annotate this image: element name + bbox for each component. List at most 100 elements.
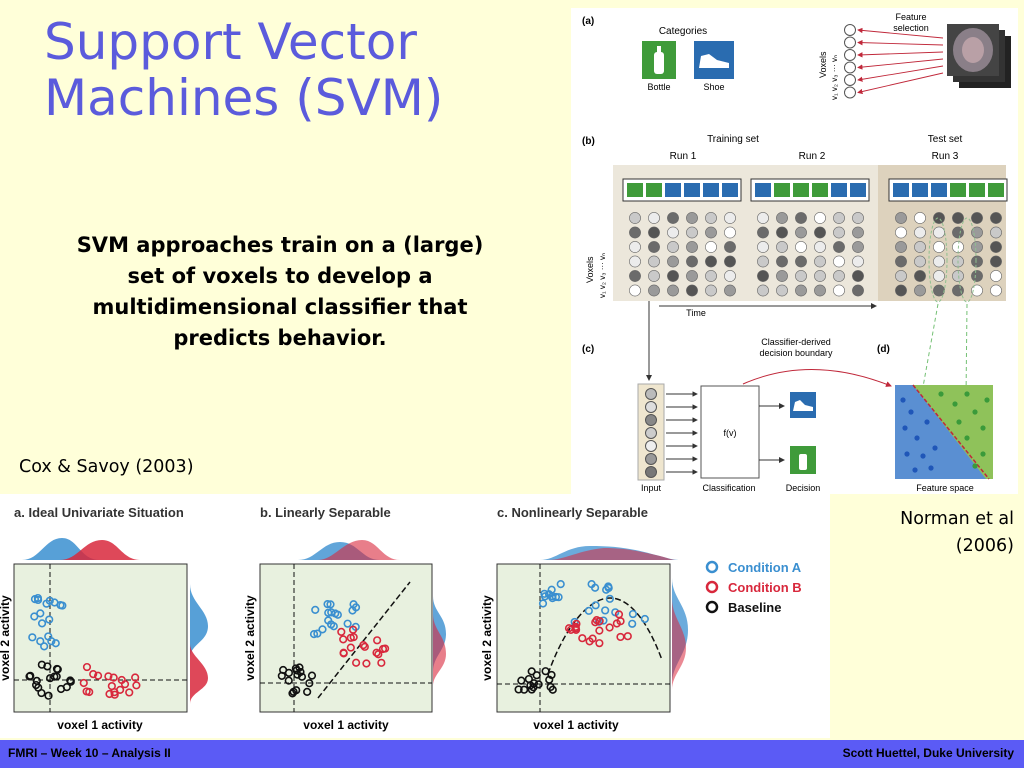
feature-point-blue [920,453,926,459]
linear-boundary [317,581,411,699]
voxel-cell [629,255,641,268]
voxel-cell [686,226,698,239]
feature-arrow [857,27,944,39]
voxel-cell [895,270,907,282]
voxel-cell [852,212,864,224]
slide-title-line-2: Machines (SVM) [44,69,444,127]
training-set-label: Training set [707,134,759,145]
panel-b-label: (b) [582,136,595,147]
voxel-cell [686,284,698,297]
panel-a-xlabel: voxel 1 activity [57,718,143,732]
panel-c-scatter [514,580,649,694]
voxel-cell [705,241,717,253]
input-voxel-circle [645,453,657,465]
panel-b-marginals [298,540,446,686]
condition-a-point [333,610,342,619]
baseline-point [527,667,536,676]
voxel-cell [933,284,945,297]
voxel-cell [705,212,717,224]
voxel-cell [724,284,736,297]
input-voxel-circle [645,414,657,426]
feature-voxel-circle [844,24,856,36]
condition-b-point [348,625,358,634]
panel-b-title: b. Linearly Separable [260,505,391,520]
voxel-cell [814,255,826,268]
feature-point-blue [900,397,906,403]
voxel-cell [933,270,945,282]
condition-a-point [602,585,611,594]
condition-b-point [85,687,94,697]
baseline-point [526,681,535,690]
panel-b-xlabel: voxel 1 activity [303,718,389,732]
condition-b-point [605,623,614,632]
baseline-point [517,676,526,685]
condition-b-point [105,689,114,699]
feature-point-green [984,397,990,403]
condition-b-point [591,618,600,627]
voxel-cell [795,212,807,224]
voxel-cell [629,270,641,282]
voxel-cell [914,255,926,268]
voxel-cell [757,255,769,268]
stimulus-cell [627,183,643,197]
voxel-cell [648,212,660,224]
panel-a-scatter [25,593,141,700]
voxel-cell [795,255,807,268]
panel-d-label: (d) [877,344,890,355]
stimulus-cell [684,183,700,197]
feature-point-green [964,391,970,397]
condition-a-point [601,606,610,615]
baseline-point [288,689,297,698]
condition-a-point [324,608,333,617]
voxel-cell [914,212,926,224]
condition-b-point [374,650,383,659]
condition-b-point [380,644,390,653]
condition-b-point [79,678,88,688]
voxel-cell [952,284,964,297]
panel-c-marginals [540,546,688,690]
feature-voxel-circle [844,74,856,86]
condition-b-point [117,675,126,685]
feature-point-blue [902,425,908,431]
condition-b-point [337,627,346,636]
input-voxel-circle [645,388,657,400]
voxel-cell [971,270,983,282]
baseline-point [277,671,286,680]
voxel-cell [852,284,864,297]
condition-a-point [40,642,49,651]
voxel-cell [724,241,736,253]
condition-a-point [540,589,549,598]
feature-point-blue [928,465,934,471]
baseline-point [37,660,46,669]
condition-a-point [50,598,59,607]
voxel-cell [990,270,1002,282]
condition-b-point [595,626,604,635]
voxel-cell [971,241,983,253]
condition-a-point [605,594,614,603]
stimulus-cell [755,183,771,197]
voxel-cell [724,270,736,282]
condition-b-point [362,659,371,668]
condition-a-point [591,601,600,610]
condition-a-point [318,625,327,634]
condition-a-point [329,622,338,631]
condition-a-point [311,605,320,614]
voxel-cell [757,284,769,297]
condition-b-point [125,688,134,697]
voxel-cell [776,255,788,268]
panel-b-ylabel: voxel 2 activity [243,595,257,681]
voxel-cell [724,255,736,268]
citation-right-line-1: Norman et al [900,509,1014,529]
voxel-cell [914,226,926,239]
baseline-point [25,672,34,681]
baseline-point [284,676,293,685]
baseline-point [292,666,301,675]
condition-b-point [372,648,381,657]
voxel-cell [933,255,945,268]
voxel-cell [795,270,807,282]
baseline-point [284,668,294,677]
stimulus-cell [893,183,909,197]
voxel-cell [705,255,717,268]
feature-point-green [980,425,986,431]
panel-b-scatter [277,600,390,698]
